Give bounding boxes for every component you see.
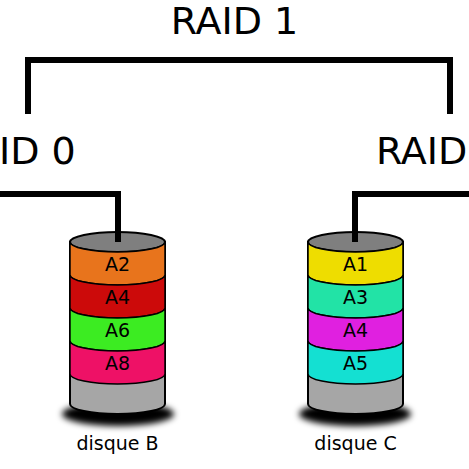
data-block-band: A8: [70, 341, 165, 374]
block-label: A2: [70, 248, 165, 281]
block-label: A3: [308, 281, 403, 314]
data-block-band: A3: [308, 275, 403, 308]
data-block-band: A6: [70, 308, 165, 341]
cylinder-body: [308, 242, 403, 414]
band-fill: [308, 242, 403, 285]
data-block-band: A2: [70, 242, 165, 275]
block-label: A1: [308, 248, 403, 281]
raid-level-label: ID 0: [0, 126, 76, 176]
band-fill: [70, 275, 165, 318]
cylinder-body: [70, 242, 165, 414]
band-fill: [308, 308, 403, 351]
block-label: A8: [70, 347, 165, 380]
block-label: A4: [308, 314, 403, 347]
disk-name: disque C: [283, 431, 428, 455]
block-label: A4: [70, 281, 165, 314]
block-label: A5: [308, 347, 403, 380]
diagram-title: RAID 1: [0, 0, 469, 46]
block-label: A6: [70, 314, 165, 347]
data-block-band: A4: [70, 275, 165, 308]
raid-level-label: RAID: [376, 126, 467, 176]
disk-cylinder: A2A4A6A8disque B: [70, 232, 165, 452]
raid-bracket: [28, 60, 450, 114]
band-fill: [70, 308, 165, 351]
band-fill: [70, 341, 165, 384]
disk-name: disque B: [45, 431, 190, 455]
data-block-band: A4: [308, 308, 403, 341]
band-fill: [308, 275, 403, 318]
band-fill: [70, 242, 165, 285]
data-block-band: A5: [308, 341, 403, 374]
band-fill: [308, 341, 403, 384]
disk-cylinder: A1A3A4A5disque C: [308, 232, 403, 452]
data-block-band: A1: [308, 242, 403, 275]
